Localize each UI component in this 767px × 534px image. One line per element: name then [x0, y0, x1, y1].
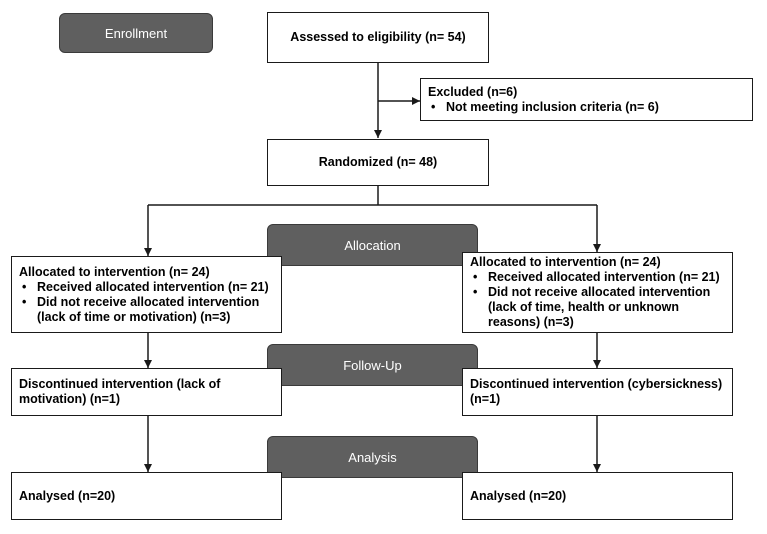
- left-followup-text: Discontinued intervention (lack of motiv…: [19, 377, 221, 406]
- excluded-item: Not meeting inclusion criteria (n= 6): [428, 100, 745, 115]
- left-allocation-title: Allocated to intervention (n= 24): [19, 264, 210, 279]
- excluded-box: Excluded (n=6) Not meeting inclusion cri…: [420, 78, 753, 121]
- right-allocation-item: Received allocated intervention (n= 21): [470, 270, 725, 285]
- left-followup-box: Discontinued intervention (lack of motiv…: [11, 368, 282, 416]
- stage-allocation: Allocation: [267, 224, 478, 266]
- right-analysis-box: Analysed (n=20): [462, 472, 733, 520]
- assessed-box: Assessed to eligibility (n= 54): [267, 12, 489, 63]
- left-allocation-item: Received allocated intervention (n= 21): [19, 280, 274, 295]
- assessed-text: Assessed to eligibility (n= 54): [290, 30, 466, 44]
- stage-follow-up: Follow-Up: [267, 344, 478, 386]
- right-allocation-list: Received allocated intervention (n= 21) …: [470, 270, 725, 330]
- right-followup-text: Discontinued intervention (cybersickness…: [470, 377, 723, 406]
- right-followup-box: Discontinued intervention (cybersickness…: [462, 368, 733, 416]
- left-analysis-box: Analysed (n=20): [11, 472, 282, 520]
- randomized-box: Randomized (n= 48): [267, 139, 489, 186]
- stage-analysis: Analysis: [267, 436, 478, 478]
- right-analysis-text: Analysed (n=20): [470, 488, 567, 503]
- right-allocation-box: Allocated to intervention (n= 24) Receiv…: [462, 252, 733, 333]
- stage-enrollment: Enrollment: [59, 13, 213, 53]
- left-allocation-item: Did not receive allocated intervention (…: [19, 295, 274, 325]
- left-analysis-text: Analysed (n=20): [19, 488, 116, 503]
- right-allocation-item: Did not receive allocated intervention (…: [470, 285, 725, 330]
- randomized-text: Randomized (n= 48): [318, 155, 438, 169]
- left-allocation-box: Allocated to intervention (n= 24) Receiv…: [11, 256, 282, 333]
- left-allocation-list: Received allocated intervention (n= 21) …: [19, 280, 274, 325]
- stage-analysis-label: Analysis: [348, 449, 397, 465]
- stage-allocation-label: Allocation: [344, 237, 401, 253]
- excluded-list: Not meeting inclusion criteria (n= 6): [428, 100, 745, 115]
- excluded-title: Excluded (n=6): [428, 84, 518, 99]
- stage-enrollment-label: Enrollment: [104, 25, 168, 41]
- stage-follow-up-label: Follow-Up: [343, 357, 402, 373]
- right-allocation-title: Allocated to intervention (n= 24): [470, 255, 661, 269]
